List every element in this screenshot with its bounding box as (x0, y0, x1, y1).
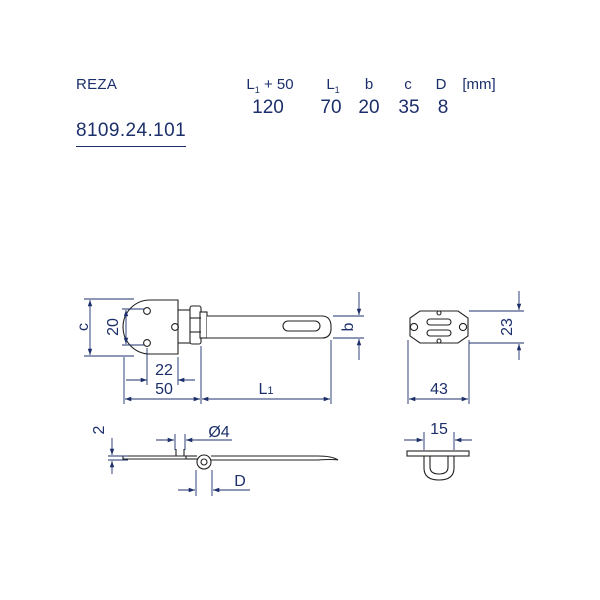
side-view-dimensions (108, 434, 250, 496)
spec-header-l1-plus-50: L1 + 50 (246, 76, 294, 95)
spec-value-c: 35 (398, 97, 420, 118)
staple-side-view (406, 450, 470, 481)
dim-22: 22 (155, 362, 173, 379)
brand-name: REZA (76, 76, 118, 93)
spec-value-l1: 70 (320, 97, 342, 118)
dim-dia4: Ø4 (208, 424, 229, 441)
dim-c: c (75, 323, 92, 331)
dim-l1: L1 (258, 381, 273, 398)
staple-plate-view (409, 310, 469, 344)
dim-43: 43 (430, 381, 448, 398)
hasp-side-view (122, 449, 339, 470)
dim-15: 15 (430, 421, 448, 438)
spec-header-unit: [mm] (462, 76, 496, 93)
spec-header-b: b (364, 76, 374, 93)
hasp-top-view (122, 299, 332, 355)
dim-d: D (234, 473, 246, 490)
spec-value-d: 8 (437, 97, 449, 118)
spec-header-l1: L1 (326, 76, 340, 95)
spec-value-b: 20 (358, 97, 380, 118)
dim-2: 2 (91, 425, 108, 434)
staple-plate-dimensions (407, 291, 524, 404)
top-view-dimensions (84, 292, 364, 404)
dim-23: 23 (499, 318, 516, 336)
article-number: 8109.24.101 (76, 120, 187, 147)
dim-b: b (340, 322, 357, 331)
staple-side-dimensions (404, 432, 472, 450)
spec-header-d: D (435, 76, 447, 93)
spec-header-c: c (404, 76, 412, 93)
dim-20: 20 (105, 318, 122, 336)
dim-50: 50 (155, 381, 173, 398)
spec-value-l1-plus-50: 120 (252, 97, 284, 118)
